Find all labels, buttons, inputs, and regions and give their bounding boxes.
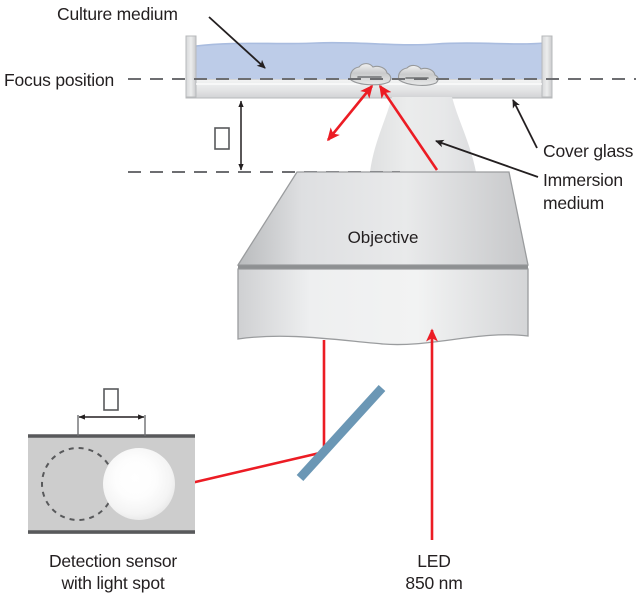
sample-beam-left-ray — [326, 84, 374, 142]
objective-cone — [236, 171, 529, 266]
dichroic-mirror — [296, 384, 386, 482]
objective-label: Objective — [348, 228, 419, 247]
spot-displacement-dimension — [77, 388, 146, 436]
sample-beam-right-ray — [378, 84, 439, 171]
focus-position-label: Focus position — [4, 70, 114, 90]
culture-medium-leader — [208, 16, 266, 69]
optical-beam-paths — [172, 84, 439, 540]
dish-right-wall — [541, 35, 553, 98]
medium-surface-line — [195, 41, 545, 47]
culture-medium-label: Culture medium — [57, 4, 178, 24]
working-distance-symbol-box — [214, 127, 230, 150]
cell-right — [397, 64, 439, 86]
spot-displacement-symbol-box — [103, 388, 119, 411]
detection-sensor — [28, 434, 195, 534]
objective-barrel — [237, 268, 529, 346]
sensor-light-spot — [103, 448, 175, 520]
culture-dish-assembly — [185, 35, 553, 99]
detection-sensor-label-line1: Detection sensor — [49, 551, 177, 571]
cover-glass-label: Cover glass — [543, 141, 634, 161]
led-label-line1: LED — [417, 551, 450, 571]
immersion-medium-label-line2: medium — [543, 193, 604, 213]
mirror-to-sensor-beam — [172, 450, 325, 491]
working-distance-dimension — [214, 100, 244, 171]
detection-sensor-label-line2: with light spot — [60, 573, 164, 593]
objective-lens: Objective — [236, 171, 529, 346]
led-label-line2: 850 nm — [405, 573, 462, 593]
dish-left-wall — [185, 35, 197, 98]
culture-medium-fill — [196, 42, 544, 79]
immersion-medium-column — [370, 97, 476, 172]
cover-glass-leader — [512, 99, 538, 149]
immersion-medium-label-line1: Immersion — [543, 170, 623, 190]
immersion-medium-leader — [435, 139, 539, 178]
